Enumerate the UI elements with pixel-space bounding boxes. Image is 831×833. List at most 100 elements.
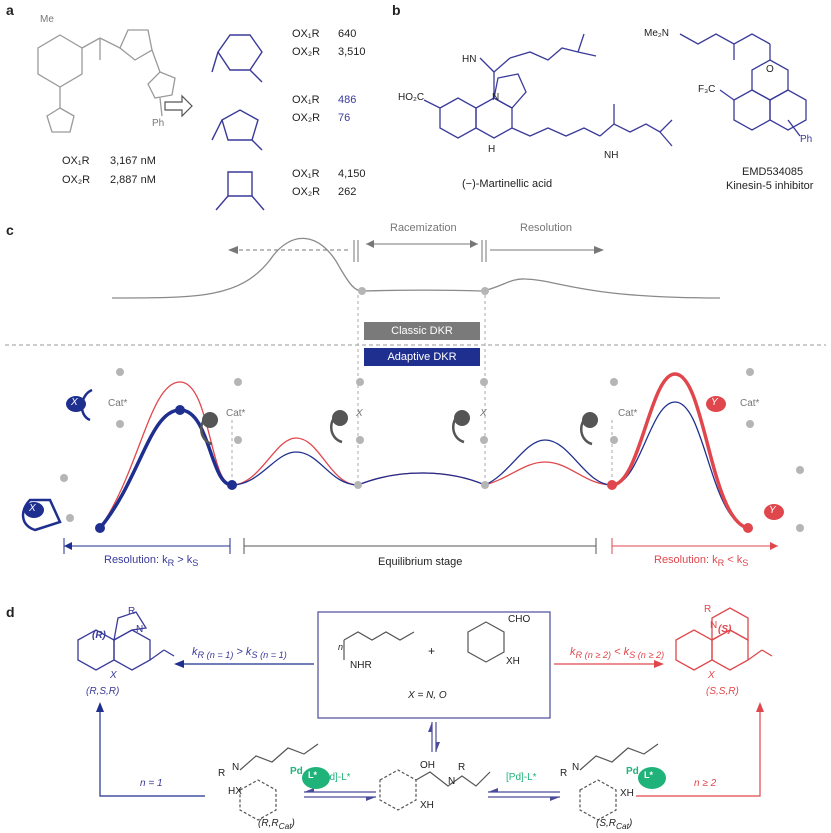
row2-ox2-value: 76 xyxy=(338,112,351,124)
equilibrium-label: Equilibrium stage xyxy=(378,556,463,568)
lead-ox1-label: OX₁R xyxy=(62,155,90,167)
k-left-label: kR (n = 1) > kS (n = 1) xyxy=(192,646,287,661)
n-ge-2-label: n ≥ 2 xyxy=(694,778,717,789)
mol1-nh-label: NH xyxy=(604,150,619,161)
prod-left-x: X xyxy=(110,670,117,681)
int-right-r: R xyxy=(560,768,568,779)
int-right-config: (S,RCat) xyxy=(596,818,633,831)
mol2-me2n-label: Me₂N xyxy=(644,28,669,39)
y-label-right-low: Y xyxy=(769,505,776,516)
x-label-left-low: X xyxy=(29,503,36,514)
resolution-left-label: Resolution: kR > kS xyxy=(104,554,199,569)
y-badge-right-low xyxy=(764,504,784,520)
row1-ox2-label: OX₂R xyxy=(292,46,321,58)
int-left-config: (R,RCat) xyxy=(258,818,295,831)
lead-ox1-value: 3,167 nM xyxy=(110,155,156,167)
y-label-right-high: Y xyxy=(711,397,718,408)
panel-a-label: a xyxy=(6,2,14,18)
y-badge-right-high xyxy=(706,396,726,412)
prod-right-stereo: (S) xyxy=(718,624,732,635)
int-center-xh: XH xyxy=(420,800,434,811)
row3-ox2-label: OX₂R xyxy=(292,186,321,198)
green-ligand-right xyxy=(638,767,666,789)
node-blue-peak xyxy=(175,405,185,415)
node-blue-start xyxy=(95,523,105,533)
arrow-n2 xyxy=(636,708,761,797)
int-left-pd: Pd xyxy=(290,766,303,777)
cat-label-3: Cat* xyxy=(618,408,638,419)
pd-l-left: [Pd]-L* xyxy=(320,772,351,783)
methyl-label: Me xyxy=(40,14,54,25)
prod-left-n: N xyxy=(136,624,144,635)
phenyl-label-a: Ph xyxy=(152,118,165,129)
cat-label-1: Cat* xyxy=(108,398,128,409)
mol2-subtitle: Kinesin-5 inhibitor xyxy=(726,180,814,192)
int-left-r: R xyxy=(218,768,226,779)
row3-ox1-value: 4,150 xyxy=(338,168,366,180)
box-n: n xyxy=(338,642,344,652)
box-x-note: X = N, O xyxy=(408,690,447,701)
mol1-n-label: N xyxy=(492,92,500,103)
mol2-name: EMD534085 xyxy=(742,166,804,178)
int-left-n: N xyxy=(232,762,240,773)
mol1-acid-label: HO₂C xyxy=(398,92,425,103)
row1-ox1-label: OX₁R xyxy=(292,28,320,40)
int-right-n: N xyxy=(572,762,580,773)
racemization-label: Racemization xyxy=(390,222,457,234)
x-badge-left-low xyxy=(24,502,44,518)
top-node-left xyxy=(358,287,366,295)
mol1-h-label: H xyxy=(488,144,496,155)
int-left-hx: HX xyxy=(228,786,242,797)
n-eq-1-label: n = 1 xyxy=(140,778,163,789)
prod-right-config: (S,S,R) xyxy=(706,686,739,697)
node-red-int xyxy=(607,480,617,490)
box-xh: XH xyxy=(506,656,520,667)
green-ligand-left xyxy=(302,767,330,789)
box-nhr: NHR xyxy=(350,660,372,671)
row2-ox1-value: 486 xyxy=(338,94,357,106)
mol2-cf3-label: F₃C xyxy=(698,84,716,95)
reactants-box xyxy=(317,611,551,719)
pd-l-right: [Pd]-L* xyxy=(506,772,537,783)
prod-right-n: N xyxy=(710,620,718,631)
row3-ox2-value: 262 xyxy=(338,186,357,198)
box-cho: CHO xyxy=(508,614,531,625)
prod-left-config: (R,S,R) xyxy=(86,686,120,697)
resolution-right-label: Resolution: kR < kS xyxy=(654,554,749,569)
arrow-n1 xyxy=(99,708,205,797)
mol1-hn-label: HN xyxy=(462,54,477,65)
classic-dkr-badge: Classic DKR xyxy=(364,322,480,340)
top-node-right xyxy=(481,287,489,295)
x-badge-left-high xyxy=(66,396,86,412)
resolution-top-label: Resolution xyxy=(520,222,572,234)
row1-ox2-value: 3,510 xyxy=(338,46,366,58)
int-center-n: N xyxy=(448,776,456,787)
lead-ox2-label: OX₂R xyxy=(62,174,91,186)
box-plus: + xyxy=(428,644,436,658)
cat-label-4: Cat* xyxy=(740,398,760,409)
int-right-pd: Pd xyxy=(626,766,639,777)
mol1-name: (−)-Martinellic acid xyxy=(462,178,553,190)
cat-label-2: Cat* xyxy=(226,408,246,419)
panel-c-label: c xyxy=(6,222,14,238)
mol2-ph-label: Ph xyxy=(800,134,813,145)
node-red-end xyxy=(743,523,753,533)
node-blue-int xyxy=(227,480,237,490)
int-center-r: R xyxy=(458,762,466,773)
row1-ox1-value: 640 xyxy=(338,28,357,40)
x-label-left-high: X xyxy=(71,397,78,408)
lead-ox2-value: 2,887 nM xyxy=(110,174,156,186)
k-right-label: kR (n ≥ 2) < kS (n ≥ 2) xyxy=(570,646,665,661)
x-label-mid-left: X xyxy=(356,408,363,419)
prod-right-x: X xyxy=(708,670,715,681)
node-mid-left xyxy=(354,481,362,489)
int-left-lstar: L* xyxy=(308,770,317,780)
row3-ox1-label: OX₁R xyxy=(292,168,320,180)
int-right-lstar: L* xyxy=(644,770,653,780)
panel-d-label: d xyxy=(6,604,15,620)
row2-ox2-label: OX₂R xyxy=(292,112,321,124)
